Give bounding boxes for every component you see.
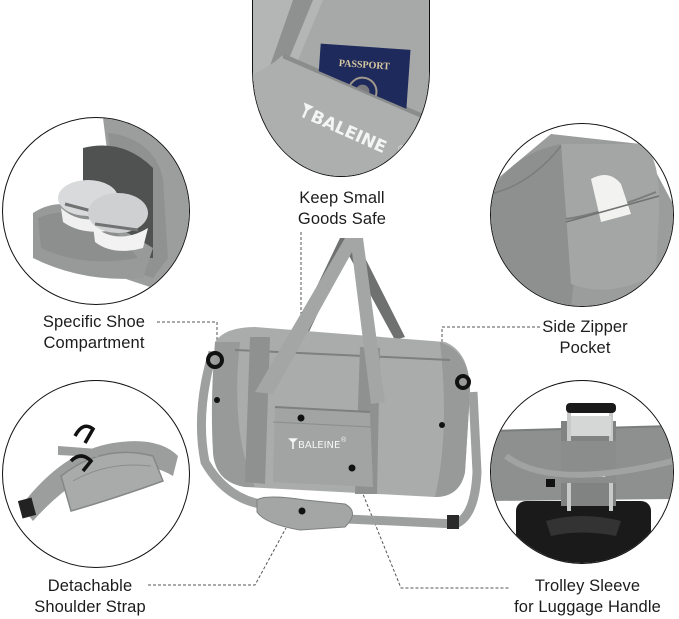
- duffel-bag-main-image: BALEINE ®: [195, 232, 485, 537]
- inset-passport-pocket: PASSPORT BALEINE ®: [252, 0, 430, 177]
- passport-label: PASSPORT: [338, 58, 390, 73]
- callout-title-line2: for Luggage Handle: [514, 598, 661, 616]
- inset-trolley-sleeve: BALEINE: [490, 380, 674, 564]
- inset-side-zipper-pocket: [490, 123, 674, 307]
- callout-title-line1: Trolley Sleeve: [534, 577, 641, 595]
- callout-title-line1: Detachable: [47, 577, 133, 595]
- callout-title-line1: Specific Shoe: [42, 313, 146, 331]
- bag-logo: BALEINE ®: [288, 436, 347, 451]
- callout-shoe: Specific Shoe Compartment: [24, 312, 164, 354]
- inset-shoe-compartment: [2, 117, 190, 305]
- callout-title-line1: Side Zipper: [542, 318, 628, 336]
- callout-side-pocket: Side Zipper Pocket: [525, 317, 645, 359]
- bag-registered-mark: ®: [341, 436, 347, 444]
- callout-trolley: Trolley Sleeve for Luggage Handle: [500, 576, 675, 618]
- callout-title-line2: Pocket: [559, 339, 611, 357]
- callout-title-line1: Keep Small: [299, 189, 385, 207]
- bag-brand-name: BALEINE: [298, 440, 340, 451]
- callout-small-goods: Keep Small Goods Safe: [272, 188, 412, 230]
- callout-strap: Detachable Shoulder Strap: [20, 576, 160, 618]
- callout-title-line2: Compartment: [43, 334, 145, 352]
- callout-title-line2: Shoulder Strap: [34, 598, 146, 616]
- inset-shoulder-strap: [2, 380, 190, 568]
- callout-title-line2: Goods Safe: [297, 210, 387, 228]
